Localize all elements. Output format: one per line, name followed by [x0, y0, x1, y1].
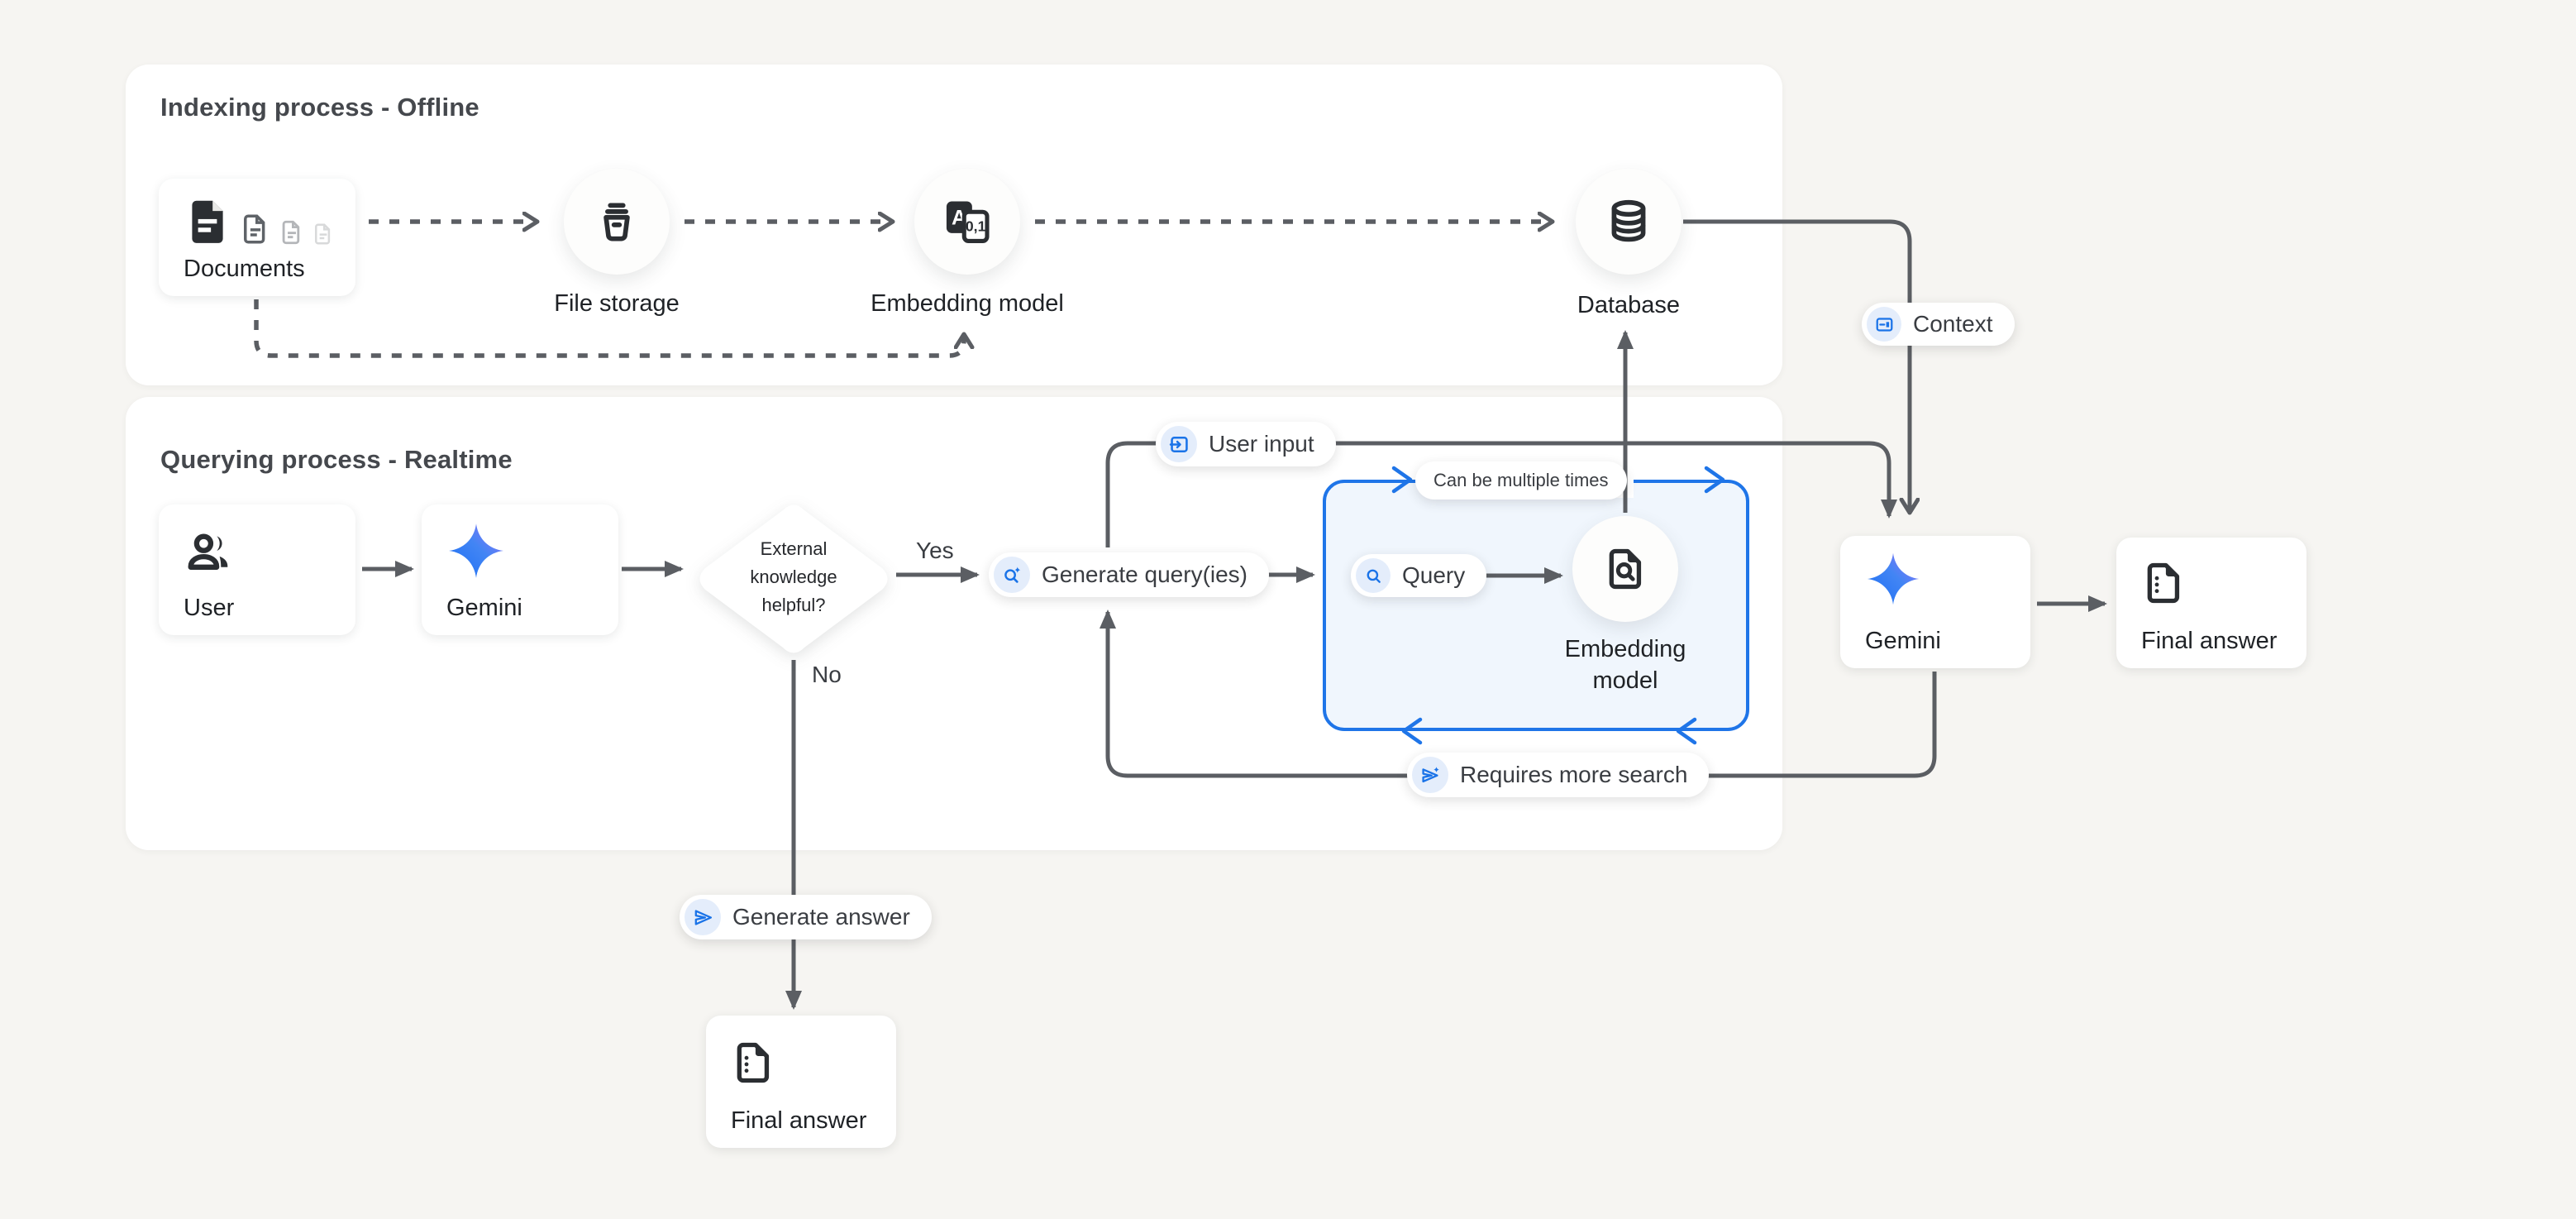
context-tag: Context [1862, 303, 2015, 346]
generate-queries-tag: Generate query(ies) [989, 552, 1270, 597]
text-to-numbers-icon: A 0,1 [946, 201, 990, 243]
output-final-answer-node: Final answer [2116, 538, 2306, 668]
edge-documents-to-embedding-loop [254, 299, 964, 358]
database-node [1576, 169, 1682, 275]
embedding-model-label: Embedding model [871, 290, 1064, 317]
loop-bottom-right-chevron-icon [1676, 717, 1697, 745]
document-icon [2140, 559, 2187, 607]
search-spark-icon [994, 557, 1030, 593]
input-icon [1161, 426, 1197, 462]
output-final-answer-label: Final answer [2141, 628, 2278, 654]
gemini-node: Gemini [422, 504, 618, 635]
loop-embedding-model-label: Embedding model [1564, 636, 1686, 694]
loop-top-left-chevron-icon [1391, 466, 1413, 494]
output-gemini-label: Gemini [1865, 628, 1941, 654]
retrieval-loop-box [1323, 480, 1749, 731]
requires-more-search-tag: Requires more search [1407, 753, 1710, 797]
users-icon [182, 526, 236, 581]
documents-node: Documents [159, 179, 355, 296]
generate-queries-label: Generate query(ies) [1042, 562, 1248, 587]
database-icon [1611, 199, 1646, 242]
yes-label: Yes [916, 538, 954, 563]
generate-answer-tag: Generate answer [680, 895, 932, 939]
loop-bottom-left-chevron-icon [1401, 717, 1423, 745]
send-spark-icon [1412, 757, 1448, 793]
embedding-model-node: A 0,1 [914, 169, 1020, 275]
output-gemini-node: Gemini [1840, 536, 2030, 668]
can-be-multiple-times-label: Can be multiple times [1433, 470, 1609, 490]
generate-answer-label: Generate answer [732, 904, 910, 930]
document-icon [729, 1039, 777, 1087]
gemini-label: Gemini [446, 595, 522, 621]
loop-embedding-model-node [1572, 516, 1678, 622]
user-input-label: User input [1209, 431, 1314, 457]
no-label: No [812, 662, 842, 687]
querying-title: Querying process - Realtime [160, 445, 513, 474]
requires-more-search-label: Requires more search [1460, 762, 1688, 787]
database-label: Database [1577, 292, 1681, 318]
svg-text:0,1: 0,1 [966, 218, 986, 235]
context-label: Context [1913, 311, 1993, 337]
decision-diamond [699, 504, 888, 653]
query-tag: Query [1351, 554, 1487, 597]
query-label: Query [1402, 562, 1466, 588]
file-storage-label: File storage [554, 290, 680, 317]
documents-icon [182, 195, 336, 246]
storage-bucket-icon [603, 203, 630, 241]
doc-search-icon [1609, 548, 1642, 590]
can-be-multiple-times-tag: Can be multiple times [1415, 461, 1627, 500]
send-icon [685, 899, 721, 935]
user-node: User [159, 504, 355, 635]
gemini-star-icon [1863, 549, 1923, 609]
final-answer-bottom-label: Final answer [731, 1107, 867, 1134]
final-answer-bottom-node: Final answer [706, 1016, 896, 1148]
edge-database-context-to-gemini [1683, 219, 1910, 513]
user-label: User [184, 595, 235, 621]
file-storage-node [564, 169, 670, 275]
documents-label: Documents [184, 256, 305, 282]
edge-user-input-to-gemini [1105, 441, 1897, 547]
article-icon [1867, 307, 1901, 342]
decision-text: External knowledge helpful? [750, 538, 837, 615]
indexing-title: Indexing process - Offline [160, 93, 479, 122]
user-input-tag: User input [1156, 422, 1336, 466]
search-icon [1356, 558, 1391, 593]
loop-top-right-chevron-icon [1704, 466, 1725, 494]
gemini-star-icon [445, 519, 508, 582]
